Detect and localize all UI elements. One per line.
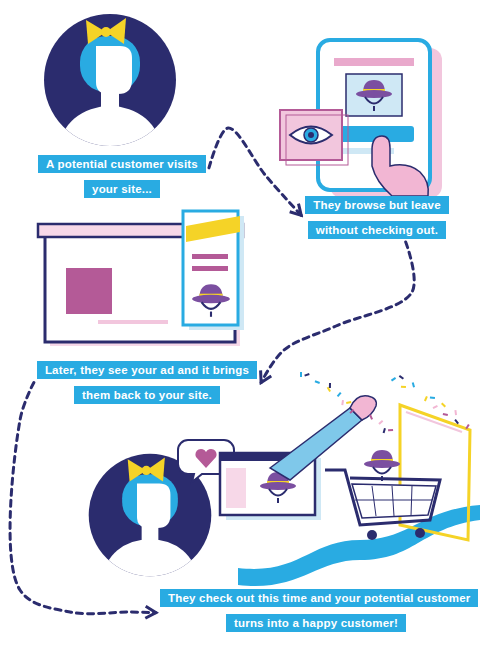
checkout-scene-part (350, 396, 376, 420)
confetti-piece (465, 424, 469, 429)
phone-browsing-part (346, 74, 402, 116)
confetti-piece (401, 386, 406, 388)
step-text: They check out this time and your potent… (160, 589, 478, 632)
phone-browsing-part (290, 127, 332, 144)
checkout-scene (220, 396, 480, 586)
checkout-scene-part (355, 486, 432, 516)
confetti-piece (399, 375, 404, 380)
confetti (300, 372, 470, 433)
step-label: They check out this time and your potent… (160, 586, 472, 636)
confetti-piece (329, 383, 331, 388)
browser-ad-part (186, 216, 240, 242)
step-text: They browse but leave without checking o… (305, 196, 449, 239)
phone-browsing-part (304, 128, 318, 142)
confetti-piece (304, 373, 309, 377)
confetti-piece (349, 409, 354, 414)
confetti-piece (369, 414, 373, 419)
step-label: A potential customer visits your site... (38, 152, 206, 202)
phone-browsing-part (280, 110, 342, 160)
dashed-arrow (10, 383, 156, 614)
confetti-piece (315, 380, 320, 384)
browser-ad-part (66, 268, 112, 314)
confetti-piece (443, 413, 448, 416)
phone-browsing-part (356, 80, 392, 111)
confetti-piece (346, 401, 351, 404)
checkout-scene-part (325, 470, 440, 525)
confetti-piece (391, 377, 396, 382)
checkout-scene-part (415, 528, 425, 538)
browser-ad-part (192, 284, 230, 317)
phone-browsing-part (308, 132, 314, 138)
step-text-block: They check out this time and your potent… (160, 586, 472, 636)
checkout-scene-part (364, 450, 400, 481)
confetti-piece (388, 429, 393, 431)
checkout-scene-part (270, 408, 362, 480)
confetti-piece (341, 400, 344, 405)
phone-browsing (280, 40, 442, 198)
checkout-scene-part (352, 484, 436, 518)
step-text-block: A potential customer visits your site... (38, 152, 206, 202)
confetti-piece (433, 405, 438, 409)
confetti-piece (383, 428, 386, 433)
phone-browsing-part (334, 58, 414, 66)
confetti-piece (454, 410, 457, 415)
step-label: Later, they see your ad and it brings th… (34, 358, 260, 408)
browser-ad-part (192, 266, 228, 271)
step-label: They browse but leave without checking o… (288, 193, 466, 243)
dashed-arrow (209, 128, 301, 215)
confetti-piece (441, 403, 446, 408)
phone-browsing-part (372, 136, 428, 196)
checkout-scene-part (226, 468, 246, 508)
confetti-piece (357, 408, 362, 412)
confetti-piece (300, 372, 302, 377)
checkout-scene-part (367, 530, 377, 540)
step-text: Later, they see your ad and it brings th… (37, 361, 257, 404)
browser-ad (38, 211, 244, 346)
confetti-piece (454, 419, 459, 424)
confetti-piece (424, 396, 428, 401)
heart-bubble-part (195, 449, 216, 468)
browser-ad-part (98, 320, 168, 324)
step-text-block: Later, they see your ad and it brings th… (34, 358, 260, 408)
phone-browsing-part (286, 115, 348, 165)
dashed-arrow (261, 242, 414, 383)
confetti-piece (378, 420, 383, 425)
confetti-piece (337, 392, 342, 397)
step-text-block: They browse but leave without checking o… (288, 193, 466, 243)
confetti-piece (412, 382, 415, 387)
checkout-scene-part (406, 412, 462, 432)
step-text: A potential customer visits your site... (38, 155, 206, 198)
confetti-piece (430, 397, 435, 399)
checkout-scene-part (400, 405, 470, 540)
browser-ad-part (192, 254, 228, 259)
